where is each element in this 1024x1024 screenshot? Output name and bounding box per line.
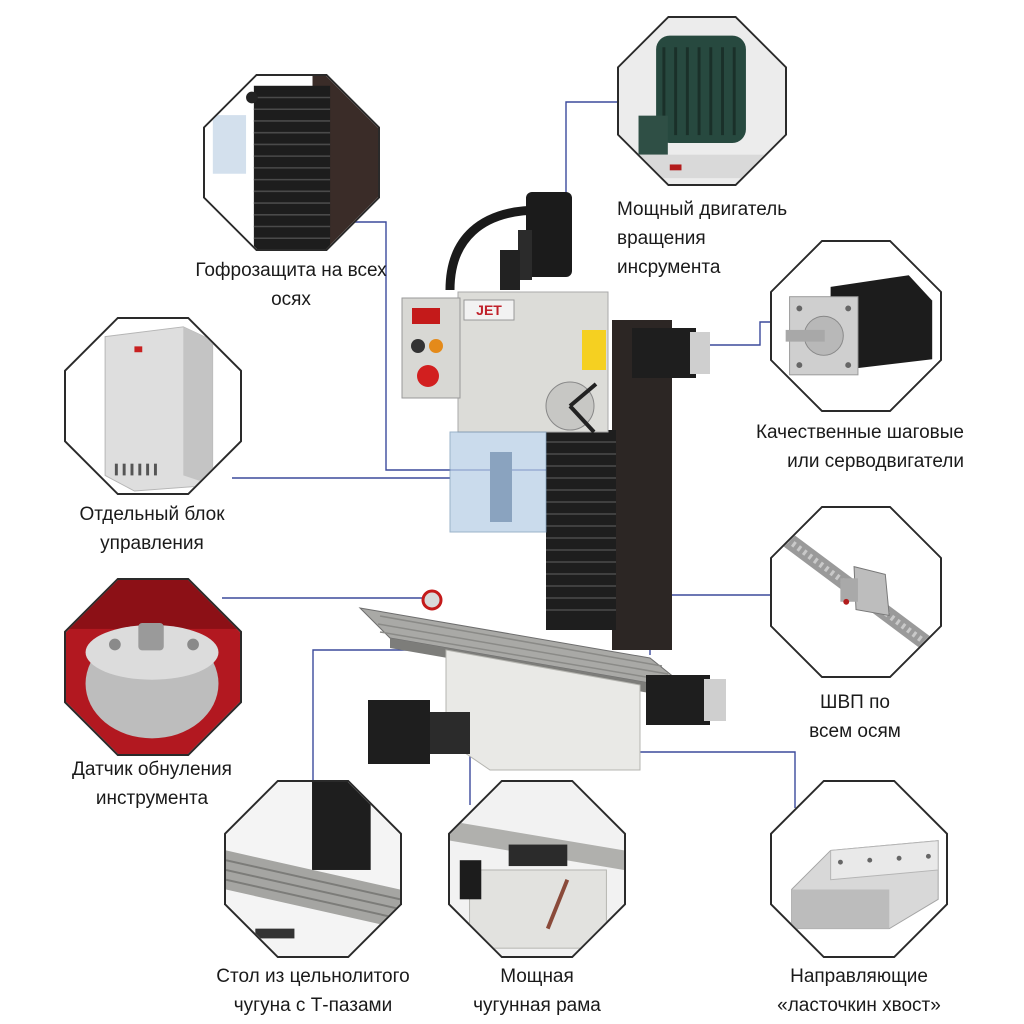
label-bellows-line1: Гофрозащита на всех [195,260,387,281]
octagon-control-box [64,317,242,495]
label-table-line2: чугуна с Т-пазами [233,995,393,1016]
label-ballscrew-line2: всем осям [809,721,901,742]
label-motor-line1: Мощный двигатель [617,199,788,220]
label-bellows-line2: осях [271,289,311,310]
label-control-box-line1: Отдельный блок [79,504,225,525]
octagon-zero-sensor [64,578,242,756]
octagon-table [224,780,402,958]
brand-logo: JET [476,302,502,318]
label-zero-sensor: Датчик обнуления инструмента [50,755,254,813]
label-motor-line2: вращения [617,228,706,249]
octagon-ballscrew [770,506,942,678]
label-guides-line2: «ласточкин хвост» [777,995,941,1016]
octagon-stepper [770,240,942,412]
label-stepper-line2: или серводвигатели [787,451,964,472]
label-table-line1: Стол из цельнолитого [216,966,410,987]
label-control-box: Отдельный блок управления [52,500,252,558]
octagon-bellows [203,74,380,251]
label-guides: Направляющие «ласточкин хвост» [750,962,968,1020]
label-frame-line1: Мощная [500,966,574,987]
label-bellows: Гофрозащита на всех осях [166,256,416,314]
label-guides-line1: Направляющие [790,966,928,987]
octagon-frame [448,780,626,958]
label-stepper-line1: Качественные шаговые [755,422,964,443]
label-ballscrew-line1: ШВП по [820,692,890,713]
octagon-guides [770,780,948,958]
label-motor-line3: инсрумента [617,257,721,278]
column-bellows [546,430,616,630]
label-ballscrew: ШВП по всем осям [780,688,930,746]
label-zero-sensor-line2: инструмента [95,788,209,809]
label-control-box-line2: управления [100,533,204,554]
label-frame-line2: чугунная рама [473,995,601,1016]
label-stepper: Качественные шаговые или серводвигатели [720,418,964,476]
milling-machine-illustration: JET [358,192,726,771]
label-frame: Мощная чугунная рама [442,962,632,1020]
label-motor: Мощный двигатель вращения инсрумента [617,195,787,282]
label-table: Стол из цельнолитого чугуна с Т-пазами [193,962,433,1020]
octagon-motor [617,16,787,186]
label-zero-sensor-line1: Датчик обнуления [72,759,232,780]
